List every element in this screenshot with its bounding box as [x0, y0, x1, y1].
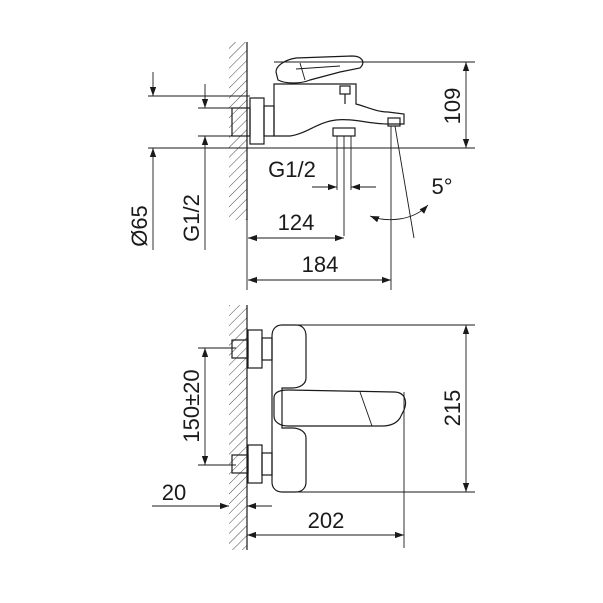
dim-20-label: 20 — [162, 480, 186, 505]
mixer-body — [273, 83, 405, 137]
lower-flange — [247, 444, 263, 484]
lever-split-line — [359, 391, 373, 427]
dim-g12-side-label: G1/2 — [179, 194, 204, 242]
side-view: 109 Ø65 G1/2 G1/2 5° 124 184 — [127, 42, 475, 290]
mixer-front-lever — [273, 389, 407, 427]
spout-outlet — [387, 117, 401, 127]
dim-215-label: 215 — [440, 390, 465, 427]
mixer-lever — [275, 55, 364, 84]
dim-109-label: 109 — [440, 88, 465, 125]
lever-line-2 — [295, 65, 341, 70]
dim-g12-outlet-label: G1/2 — [268, 157, 316, 182]
dim-202-label: 202 — [308, 508, 345, 533]
dim-184-label: 184 — [302, 252, 339, 277]
shower-outlet — [332, 127, 356, 137]
upper-flange — [247, 329, 263, 369]
lower-nut — [261, 452, 273, 476]
angle-arc — [369, 204, 429, 223]
nut-body — [263, 105, 275, 137]
front-view: 150±20 215 20 202 — [152, 305, 475, 550]
dim-150-label: 150±20 — [179, 369, 204, 442]
mixer-front-body — [271, 324, 307, 493]
wall-hatch-bottom — [229, 305, 247, 550]
lever-line — [299, 62, 306, 81]
wall-hatch-top — [229, 42, 247, 220]
upper-nut — [261, 337, 273, 361]
dim-124-label: 124 — [278, 210, 315, 235]
diverter-knob — [339, 85, 351, 95]
dim-65-label: Ø65 — [127, 205, 152, 247]
wall-nut — [249, 97, 265, 145]
angle-ref-tilted — [394, 125, 415, 239]
dim-angle-label: 5° — [431, 174, 452, 199]
